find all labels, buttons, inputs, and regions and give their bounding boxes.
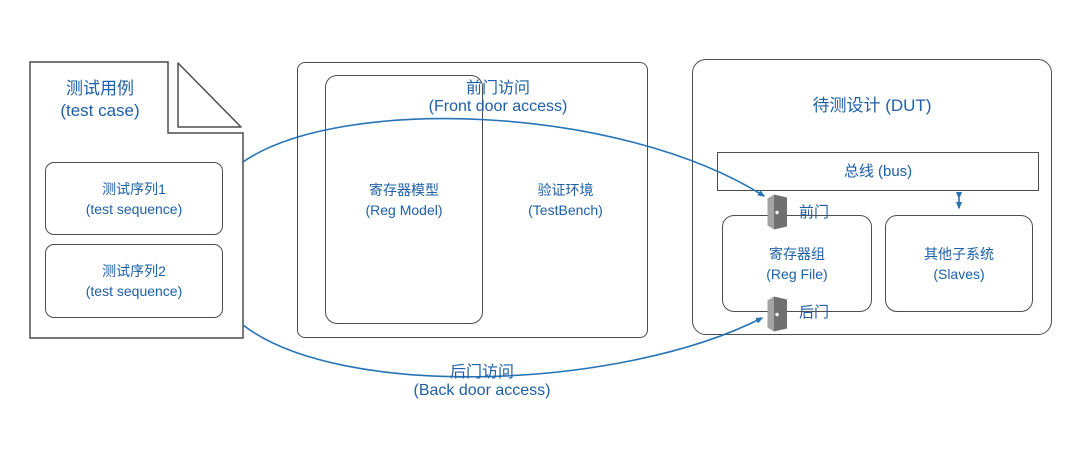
front-door-access-label: 前门访问 (Front door access) (348, 80, 648, 116)
testbench-zh: 验证环境 (537, 182, 594, 198)
test-sequence-2-zh: 测试序列2 (102, 263, 166, 279)
dut-title: 待测设计 (DUT) (812, 96, 932, 115)
back-door-access-label: 后门访问 (Back door access) (332, 364, 632, 400)
slaves-zh: 其他子系统 (924, 245, 994, 262)
reg-model-zh: 寄存器模型 (369, 181, 439, 198)
testbench-label: 验证环境 (TestBench) (483, 180, 648, 220)
front-door-access-zh: 前门访问 (465, 80, 530, 97)
reg-file-box: 寄存器组 (Reg File) (722, 215, 872, 312)
folded-corner-icon (177, 62, 242, 128)
testbench-en: (TestBench) (528, 202, 603, 218)
test-case-title: 测试用例 (test case) (30, 78, 170, 122)
reg-model-en: (Reg Model) (365, 201, 443, 218)
bus-bar: 总线 (bus) (717, 152, 1039, 191)
test-sequence-1-box: 测试序列1 (test sequence) (45, 162, 223, 235)
bus-label: 总线 (bus) (843, 162, 913, 180)
test-sequence-1-zh: 测试序列1 (102, 180, 166, 197)
front-door-access-en: (Front door access) (428, 98, 568, 115)
test-case-title-en: (test case) (60, 101, 140, 120)
reg-file-en: (Reg File) (766, 265, 828, 282)
test-sequence-1-en: (test sequence) (85, 200, 183, 217)
back-door-access-en: (Back door access) (413, 382, 551, 399)
reg-file-zh: 寄存器组 (769, 245, 825, 262)
back-door-label: 后门 (799, 304, 830, 321)
slaves-box: 其他子系统 (Slaves) (885, 215, 1033, 312)
back-door-access-zh: 后门访问 (449, 364, 514, 381)
front-door-icon (767, 194, 787, 230)
slaves-en: (Slaves) (933, 265, 985, 282)
test-sequence-2-en: (test sequence) (85, 283, 183, 299)
test-case-title-zh: 测试用例 (66, 79, 134, 98)
test-sequence-2-box: 测试序列2 (test sequence) (45, 244, 223, 318)
front-door-label: 前门 (799, 204, 830, 221)
back-door-icon (767, 296, 787, 332)
